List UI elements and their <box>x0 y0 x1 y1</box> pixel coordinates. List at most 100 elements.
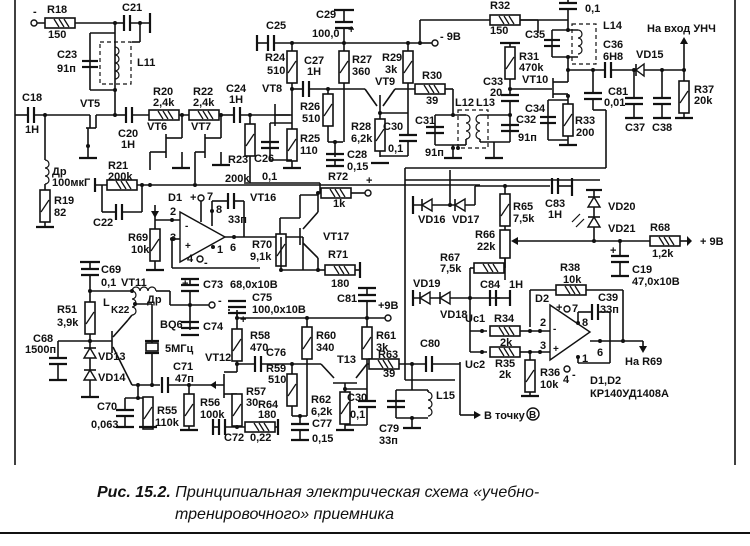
label-to-point-b: В точку <box>484 410 526 422</box>
d2-pin7: 7 <box>572 303 578 315</box>
label-minus-9v: - 9В <box>440 31 461 43</box>
d1-inv-sign: - <box>185 221 188 232</box>
label-r20: R20 <box>153 86 173 98</box>
d1-plus: + <box>190 192 196 204</box>
resistor-r36 <box>524 359 536 393</box>
label-r35: R35 <box>495 358 515 370</box>
label-vt8: VT8 <box>262 83 282 95</box>
input-terminal[interactable] <box>30 19 38 27</box>
value-r35: 2k <box>499 369 512 381</box>
d1-pin8: 8 <box>216 204 222 216</box>
label-r19: R19 <box>54 195 74 207</box>
label-r71: R71 <box>328 249 348 261</box>
resistor-r64 <box>244 421 276 433</box>
value-r38: 10k <box>563 274 582 286</box>
label-c25: C25 <box>266 20 286 32</box>
d2-minus: - <box>572 369 576 381</box>
label-c76: C76 <box>266 347 286 359</box>
terminal-minus-osc[interactable] <box>208 301 216 309</box>
capacitor-c36 <box>603 60 613 80</box>
label-c30: C30 <box>383 121 403 133</box>
label-l11: L11 <box>137 57 155 69</box>
label-vd18: VD18 <box>440 309 468 321</box>
d2-pin1: 1 <box>582 353 588 365</box>
label-r60: R60 <box>316 330 336 342</box>
label-c29: C29 <box>316 9 336 21</box>
value-r65: 7,5k <box>513 213 535 225</box>
value-r31: 470k <box>519 62 544 74</box>
label-opamp-type: КР140УД1408А <box>590 388 669 400</box>
capacitor-c68 <box>47 356 69 366</box>
value-c70: 0,063 <box>91 419 119 431</box>
d2-pin4: 4 <box>563 374 570 386</box>
c29-polarity: + <box>348 24 354 36</box>
diode-vd20 <box>586 195 602 208</box>
resistor-r29 <box>402 50 414 84</box>
label-vd16: VD16 <box>418 214 446 226</box>
label-c31: C31 <box>415 115 435 127</box>
value-r64: 180 <box>258 409 276 421</box>
label-vd14: VD14 <box>98 372 126 384</box>
inductor-l14 <box>577 29 583 55</box>
resistor-r65 <box>499 193 511 227</box>
value-c84: 1Н <box>509 279 523 291</box>
c73-polarity: + <box>182 278 188 290</box>
choke-dr1 <box>44 159 50 185</box>
value-c30-bottom: 0,1 <box>350 409 365 421</box>
capacitor-c30 <box>397 133 419 143</box>
label-c36: C36 <box>603 39 623 51</box>
terminal-plus-9v-b[interactable] <box>384 314 392 322</box>
label-c77: C77 <box>312 418 332 430</box>
resistor-r20 <box>148 109 180 121</box>
capacitor-c77 <box>289 422 311 432</box>
terminal-plus-9v[interactable] <box>687 236 692 246</box>
value-r21: 200k <box>108 171 133 183</box>
resistor-r37 <box>678 80 690 114</box>
value-c72: 0,22 <box>250 432 271 444</box>
label-vt9: VT9 <box>375 76 395 88</box>
label-r26: R26 <box>300 101 320 113</box>
crystal-bq6 <box>145 342 159 352</box>
label-c80: C80 <box>420 338 440 350</box>
label-c71: C71 <box>173 361 193 373</box>
d2-pin6: 6 <box>597 347 603 359</box>
resistor-r24 <box>286 50 298 84</box>
figure-caption: Рис. 15.2. Принципиальная электрическая … <box>97 482 539 526</box>
resistor-r61 <box>361 326 373 360</box>
value-c-top: 0,1 <box>585 3 600 15</box>
capacitor-c33 <box>499 93 521 103</box>
value-r59: 510 <box>268 374 286 386</box>
terminal-minus-9v[interactable] <box>431 39 439 47</box>
d1-pin2: 2 <box>170 206 176 218</box>
value-r57: 30 <box>246 397 258 409</box>
terminal-plus-r72[interactable] <box>364 189 372 197</box>
inductor-l13 <box>475 114 481 140</box>
value-r71: 180 <box>331 278 349 290</box>
label-r58: R58 <box>250 330 270 342</box>
shield-l12-l13 <box>457 109 489 149</box>
label-c21: C21 <box>122 2 142 14</box>
label-bq6: BQ6 <box>160 319 183 331</box>
resistor-r55 <box>142 396 154 430</box>
label-c75: C75 <box>252 292 272 304</box>
capacitor-c18 <box>26 105 36 125</box>
label-c74: C74 <box>203 321 224 333</box>
label-r62: R62 <box>311 394 331 406</box>
resistor-r60 <box>301 326 313 360</box>
label-c24: C24 <box>226 83 247 95</box>
d1-pin1: 1 <box>217 244 223 256</box>
potentiometer-r66[interactable] <box>499 229 511 259</box>
value-c68: 1500п <box>25 344 56 356</box>
value-c24: 1Н <box>229 94 243 106</box>
label-c35: C35 <box>525 29 545 41</box>
label-lk22: L <box>103 297 110 309</box>
shield-l11 <box>99 41 132 85</box>
label-d1: D1 <box>168 192 182 204</box>
label-r23: R23 <box>228 154 248 166</box>
value-r24: 510 <box>267 65 285 77</box>
value-r29: 3k <box>385 64 398 76</box>
value-r18: 150 <box>48 29 66 41</box>
label-vt11: VT11 <box>121 277 147 289</box>
capacitor-top <box>557 1 579 11</box>
label-c73: C73 <box>203 279 223 291</box>
